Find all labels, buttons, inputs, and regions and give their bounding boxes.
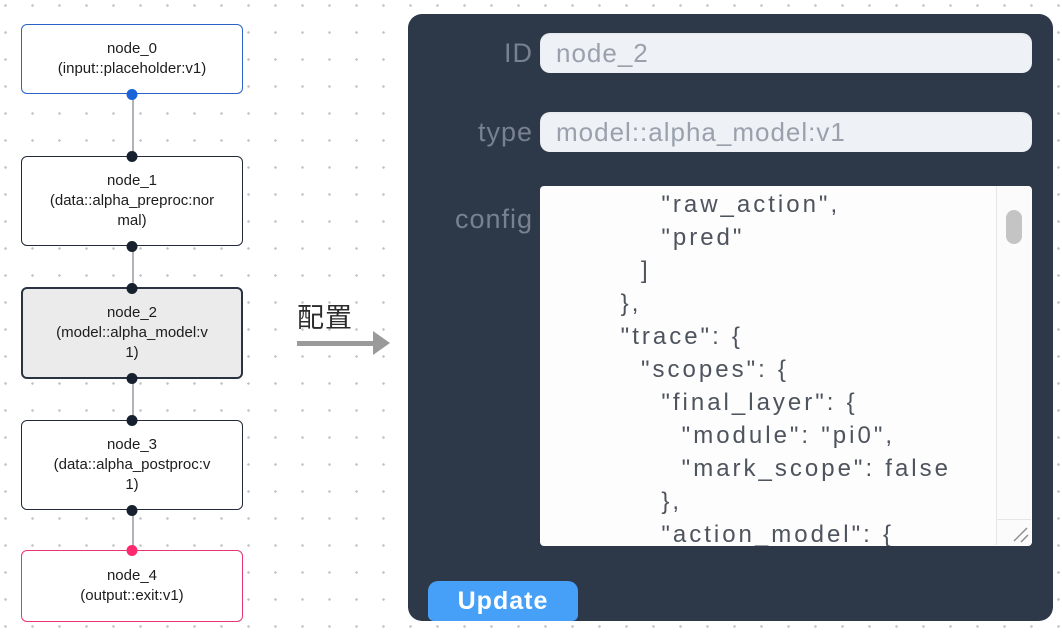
scrollbar-track[interactable] [996,186,1031,519]
config-annotation-label: 配置 [297,303,353,333]
arrow-right-icon [297,341,374,346]
flow-edge [132,510,134,550]
flow-node-node_2[interactable]: node_2 (model::alpha_model:v1) [21,282,243,384]
target-handle-icon[interactable] [126,414,138,426]
config-field-label: config [454,204,533,234]
flow-node-node_4[interactable]: node_4 (output::exit:v1) [21,544,243,622]
source-handle-icon[interactable] [126,504,138,516]
flow-edge [132,379,134,420]
source-handle-icon[interactable] [126,372,138,384]
node-name-label: node_3 [106,436,158,453]
type-field-label: type [477,117,533,147]
flow-node-node_0[interactable]: node_0 (input::placeholder:v1) [21,24,243,100]
resize-handle-icon[interactable] [996,519,1031,545]
node-type-label: (data::alpha_postproc:v1) [53,456,211,493]
node-name-label: node_4 [106,567,158,584]
target-handle-icon[interactable] [126,282,138,294]
config-textarea[interactable]: "raw_action", "pred" ] }, "trace": { "sc… [540,186,1032,546]
update-button[interactable]: Update [428,581,578,621]
arrow-right-icon [373,331,390,355]
node-type-label: (data::alpha_preproc:normal) [49,192,215,229]
flow-edge [132,246,134,287]
source-handle-icon[interactable] [126,240,138,252]
target-handle-icon[interactable] [126,544,138,556]
node-type-label: (input::placeholder:v1) [57,60,207,77]
node-type-label: (model::alpha_model:v1) [56,324,208,361]
id-input[interactable] [540,33,1032,73]
config-json-code: "raw_action", "pred" ] }, "trace": { "sc… [620,191,951,546]
node-type-label: (output::exit:v1) [80,587,184,604]
flow-edge [132,94,134,156]
source-handle-icon[interactable] [126,88,138,100]
target-handle-icon[interactable] [126,150,138,162]
flow-node-node_1[interactable]: node_1 (data::alpha_preproc:normal) [21,150,243,252]
node-name-label: node_1 [106,172,158,189]
node-name-label: node_0 [106,40,158,57]
flow-node-node_3[interactable]: node_3 (data::alpha_postproc:v1) [21,414,243,516]
node-config-panel: ID type config "raw_action", "pred" ] },… [408,14,1053,621]
type-input[interactable] [540,112,1032,152]
scrollbar-thumb[interactable] [1006,210,1022,244]
node-name-label: node_2 [106,304,158,321]
id-field-label: ID [504,38,533,68]
